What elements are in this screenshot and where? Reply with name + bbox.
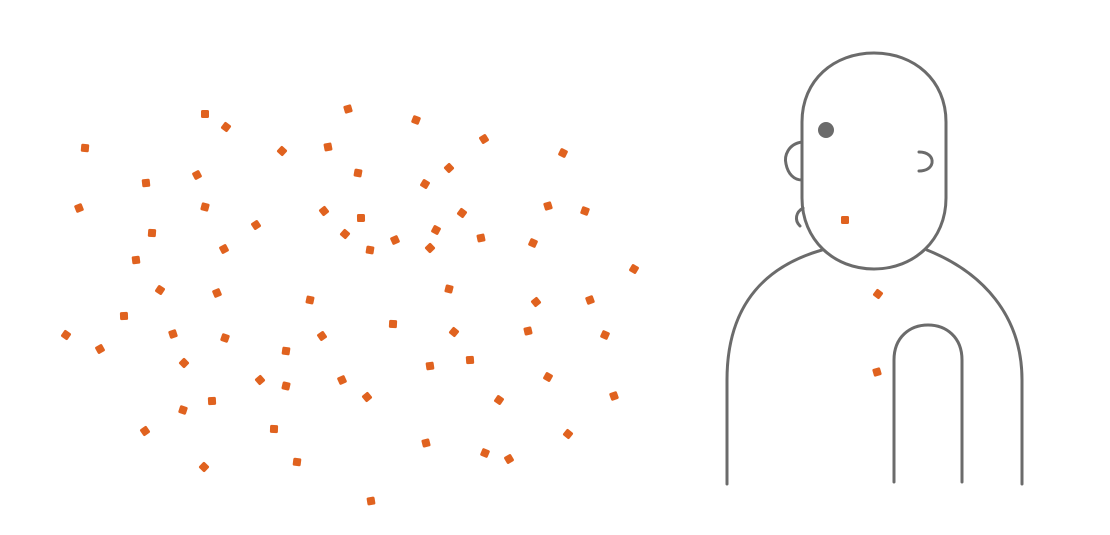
particle-dot [220,333,230,343]
particle-dot [444,284,454,294]
particle-dot [558,148,568,158]
figure-particles [841,216,884,377]
particle-dot [80,143,90,153]
person-figure-icon [725,51,1024,486]
particle-dot [388,319,398,329]
torso-outline [725,248,824,486]
particle-dot [339,228,351,240]
particle-dot [155,285,165,295]
particle-dot [292,457,302,467]
particle-dot [479,134,489,144]
particle-dot [609,391,619,401]
particle-dot [276,145,288,157]
particle-dot [192,170,202,180]
particle-dot [178,357,190,369]
particle-dot [580,206,590,216]
particle-dot [212,288,222,298]
particle-dot [317,331,327,341]
particle-dot [530,296,542,308]
particle-dot [201,110,209,118]
particle-dot [411,115,421,125]
particle-dot [366,496,376,506]
particle-dot [365,245,375,255]
particle-on-figure [841,216,849,224]
far-ear-outline [917,150,934,173]
particle-dot [305,295,315,305]
ear-outline [784,140,804,182]
particle-dot [424,242,436,254]
particle-dot [353,168,363,178]
particle-on-figure [872,288,884,300]
particle-dot [74,203,84,213]
particle-dot [629,264,639,274]
particle-on-figure [872,367,882,377]
torso-outline-right [925,248,1024,486]
particle-dot [528,238,538,248]
particle-dot [281,381,291,391]
particle-dot [356,213,366,223]
particle-dot [141,178,151,188]
particle-dot [147,228,157,238]
particle-dot [585,295,595,305]
particle-dot [457,208,467,218]
particle-dot [562,428,574,440]
particle-dot [140,426,150,436]
particle-dot [523,326,533,336]
particle-dot [131,255,141,265]
particle-dot [543,201,553,211]
particle-dot [323,142,333,152]
particle-dot [220,121,232,133]
particle-dot [494,395,504,405]
particle-dot [119,311,129,321]
particle-dot [337,375,347,385]
particle-dot [443,162,455,174]
particle-dot [318,205,330,217]
particle-dot [178,405,188,415]
particle-dot [251,220,261,230]
eye-icon [818,122,834,138]
particle-dot [198,461,210,473]
particle-dot [343,104,353,114]
particle-dot [465,355,475,365]
particle-dot [95,344,105,354]
particle-dot [254,374,266,386]
particle-dot [504,454,514,464]
particle-dot [421,438,431,448]
particle-dot [543,372,553,382]
particle-dot [200,202,210,212]
particle-dot [431,225,441,235]
particle-dot [269,424,279,434]
neck-outline [794,206,805,228]
particle-dot [61,330,71,340]
particle-dot [480,448,490,458]
particle-dot [600,330,610,340]
particle-dot [219,244,229,254]
particle-dot [207,396,217,406]
particle-cloud [61,104,639,506]
particle-dot [168,329,178,339]
particle-dot [448,326,460,338]
particle-dot [476,233,486,243]
head-outline [800,51,948,271]
particle-dot [425,361,435,371]
particle-dot [420,179,430,189]
particle-dot [390,235,400,245]
particle-dot [281,346,291,356]
arm-outline [892,323,964,484]
particle-dot [361,391,373,403]
